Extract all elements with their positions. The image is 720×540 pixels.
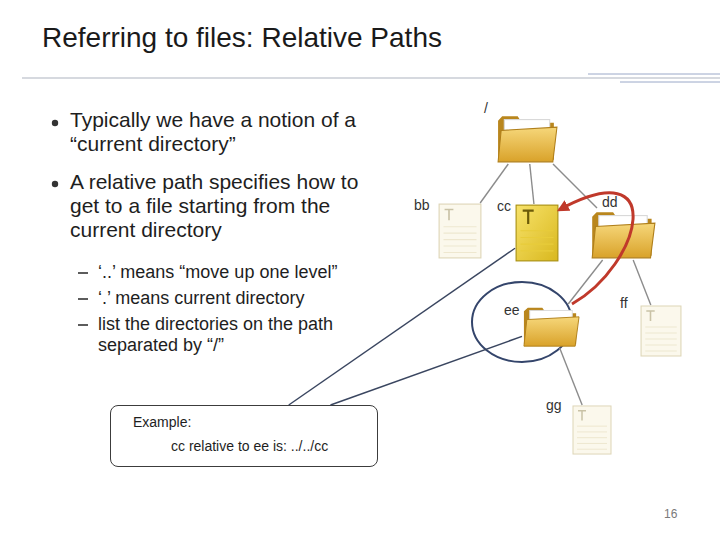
title-rule	[588, 74, 720, 75]
tree-line	[633, 260, 651, 305]
file-glyph	[523, 211, 534, 224]
file-page	[439, 204, 481, 258]
bullet-text: Typically we have a notion of a “current…	[70, 108, 375, 156]
title-rule	[620, 82, 720, 83]
bullet-text: A relative path specifies how to get to …	[70, 170, 375, 242]
bullet-dash	[78, 298, 88, 300]
slide-title: Referring to files: Relative Paths	[42, 22, 442, 54]
folder-front	[524, 317, 579, 346]
sub-bullet-text: ‘..’ means “move up one level”	[98, 262, 388, 283]
node-label: /	[484, 100, 488, 116]
folder-node: ee	[522, 304, 580, 348]
folder-front	[592, 223, 655, 258]
leader-line	[289, 248, 515, 405]
file-lines	[444, 227, 477, 253]
file-lines	[577, 426, 607, 449]
folder-front	[498, 127, 557, 162]
node-label: ff	[620, 295, 628, 311]
tree-line	[530, 164, 534, 204]
folder-icon	[590, 208, 656, 260]
bullet-dot	[52, 120, 58, 126]
folder-icon	[522, 304, 580, 348]
bullet-dash	[78, 272, 88, 274]
node-label: gg	[546, 397, 562, 413]
file-node: gg	[572, 405, 612, 455]
path-arrow	[559, 193, 633, 304]
page-number: 16	[664, 508, 704, 522]
folder-node: /	[496, 112, 558, 164]
file-page	[516, 205, 558, 261]
tree-line	[560, 348, 582, 405]
folder-icon	[496, 112, 558, 164]
file-glyph	[578, 411, 586, 421]
file-node: bb	[438, 203, 482, 259]
file-icon	[515, 204, 559, 262]
folder-node: dd	[590, 208, 656, 260]
bullet-dash	[78, 324, 88, 326]
title-rule	[22, 77, 720, 79]
file-lines	[521, 231, 554, 251]
node-label: ee	[504, 302, 520, 318]
tree-line	[553, 164, 597, 208]
sub-bullet-text: list the directories on the path separat…	[98, 314, 353, 355]
callout-text: Example:	[133, 414, 191, 430]
file-page	[573, 406, 611, 454]
callout-text: cc relative to ee is: ../../cc	[171, 438, 328, 454]
file-lines	[645, 327, 677, 351]
file-icon	[438, 203, 482, 259]
file-page	[641, 306, 681, 356]
callout-box: Example: cc relative to ee is: ../../cc	[110, 405, 378, 467]
file-icon	[640, 305, 682, 357]
tree-line	[480, 164, 508, 203]
node-label: cc	[497, 198, 511, 214]
file-node: ff	[640, 305, 682, 357]
bullet-dot	[52, 181, 58, 187]
sub-bullet-text: ‘.’ means current directory	[98, 288, 388, 309]
leader-line	[331, 336, 522, 405]
file-glyph	[445, 209, 454, 220]
tree-line	[568, 260, 602, 304]
node-label: dd	[602, 194, 618, 210]
file-glyph	[646, 311, 654, 321]
file-icon	[572, 405, 612, 455]
node-label: bb	[414, 197, 430, 213]
file-node: cc	[515, 204, 559, 262]
